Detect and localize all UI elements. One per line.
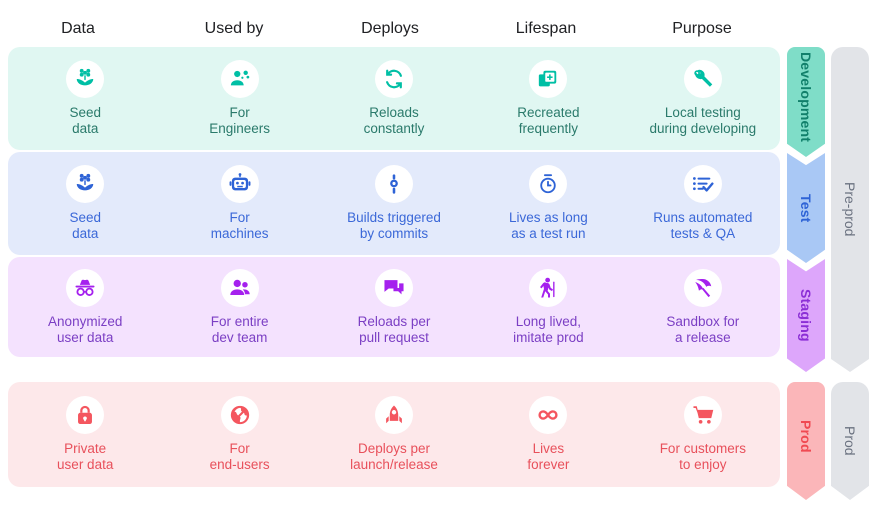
group-bracket-pre-prod: Pre-prod: [831, 47, 869, 372]
cell-development-lifespan: Recreated frequently: [471, 60, 625, 137]
cell-prod-used-by: For end-users: [162, 396, 316, 473]
cell-staging-deploys: Reloads per pull request: [317, 268, 471, 346]
cell-test-used-by: For machines: [162, 165, 316, 242]
cell-development-data: Seed data: [8, 60, 162, 137]
beach-umbrella-icon: [683, 268, 722, 307]
cell-label: For end-users: [209, 441, 270, 472]
column-header-row: Data Used by Deploys Lifespan Purpose: [0, 14, 780, 44]
group-bracket-label: Pre-prod: [842, 182, 858, 237]
rocket-icon: [375, 396, 414, 434]
stage-chevron-test: Test: [787, 153, 825, 263]
cell-staging-lifespan: Long lived, imitate prod: [471, 268, 625, 346]
chat-bubbles-icon: [375, 268, 414, 307]
cell-staging-used-by: For entire dev team: [162, 268, 316, 346]
duplicate-add-icon: [529, 60, 568, 98]
cell-development-purpose: Local testing during developing: [626, 60, 780, 137]
group-bracket-label: Prod: [842, 426, 858, 456]
cell-staging-data: Anonymized user data: [8, 268, 162, 346]
column-header-purpose: Purpose: [672, 20, 732, 37]
refresh-loop-icon: [375, 60, 414, 98]
stage-label: Development: [798, 51, 814, 143]
cell-prod-deploys: Deploys per launch/release: [317, 396, 471, 473]
cell-label: Sandbox for a release: [666, 313, 740, 345]
column-header-lifespan: Lifespan: [515, 20, 577, 37]
cell-label: Deploys per launch/release: [350, 441, 438, 472]
cell-prod-data: Private user data: [8, 396, 162, 473]
elderly-walking-icon: [529, 268, 568, 307]
cell-test-data: Seed data: [8, 165, 162, 242]
cell-test-deploys: Builds triggered by commits: [317, 165, 471, 242]
cell-test-purpose: Runs automated tests & QA: [626, 165, 780, 242]
column-header-data: Data: [61, 20, 95, 37]
cell-label: Seed data: [69, 210, 101, 241]
group-bracket-prod: Prod: [831, 382, 869, 500]
stage-label: Test: [798, 193, 814, 223]
stage-label: Prod: [798, 419, 814, 453]
cell-label: For machines: [210, 210, 269, 241]
cell-label: Recreated frequently: [517, 105, 580, 136]
cell-development-deploys: Reloads constantly: [317, 60, 471, 137]
seed-flower-icon: [66, 165, 105, 203]
stage-chevron-staging: Staging: [787, 259, 825, 372]
wrench-icon: [683, 60, 722, 98]
row-test: Seed data For machines: [8, 152, 780, 255]
row-development: Seed data For Engineers: [8, 47, 780, 150]
shopping-cart-icon: [683, 396, 722, 434]
cell-label: Seed data: [69, 105, 101, 136]
stage-label: Staging: [798, 289, 814, 342]
cell-label: Reloads per pull request: [357, 313, 431, 345]
cell-staging-purpose: Sandbox for a release: [626, 268, 780, 346]
checklist-icon: [683, 165, 722, 203]
stage-chevron-prod: Prod: [787, 382, 825, 500]
cell-label: Lives as long as a test run: [509, 210, 588, 241]
cell-label: For entire dev team: [210, 313, 269, 345]
cell-label: Lives forever: [527, 441, 570, 472]
cell-label: Builds triggered by commits: [347, 210, 441, 241]
cell-label: Runs automated tests & QA: [653, 210, 753, 241]
lock-icon: [66, 396, 105, 434]
cell-test-lifespan: Lives as long as a test run: [471, 165, 625, 242]
cell-label: For customers to enjoy: [659, 441, 746, 472]
cell-label: Long lived, imitate prod: [513, 313, 584, 345]
seed-flower-icon: [66, 60, 105, 98]
incognito-icon: [66, 268, 105, 307]
column-header-used-by: Used by: [204, 20, 264, 37]
column-header-deploys: Deploys: [361, 20, 419, 37]
people-group-icon: [220, 268, 259, 307]
cell-label: Private user data: [57, 441, 114, 472]
cell-development-used-by: For Engineers: [162, 60, 316, 137]
cell-label: Anonymized user data: [48, 313, 123, 345]
row-staging: Anonymized user data For entire dev team: [8, 257, 780, 357]
stage-chevron-development: Development: [787, 47, 825, 157]
stopwatch-icon: [529, 165, 568, 203]
cell-label: Reloads constantly: [363, 105, 425, 136]
commit-node-icon: [375, 165, 414, 203]
cell-label: For Engineers: [209, 105, 270, 136]
engineer-gear-icon: [220, 60, 259, 98]
cell-prod-purpose: For customers to enjoy: [626, 396, 780, 473]
row-prod: Private user data For end-users Depl: [8, 382, 780, 487]
infinity-icon: [529, 396, 568, 434]
globe-icon: [220, 396, 259, 434]
robot-icon: [220, 165, 259, 203]
cell-label: Local testing during developing: [649, 105, 757, 136]
cell-prod-lifespan: Lives forever: [471, 396, 625, 473]
